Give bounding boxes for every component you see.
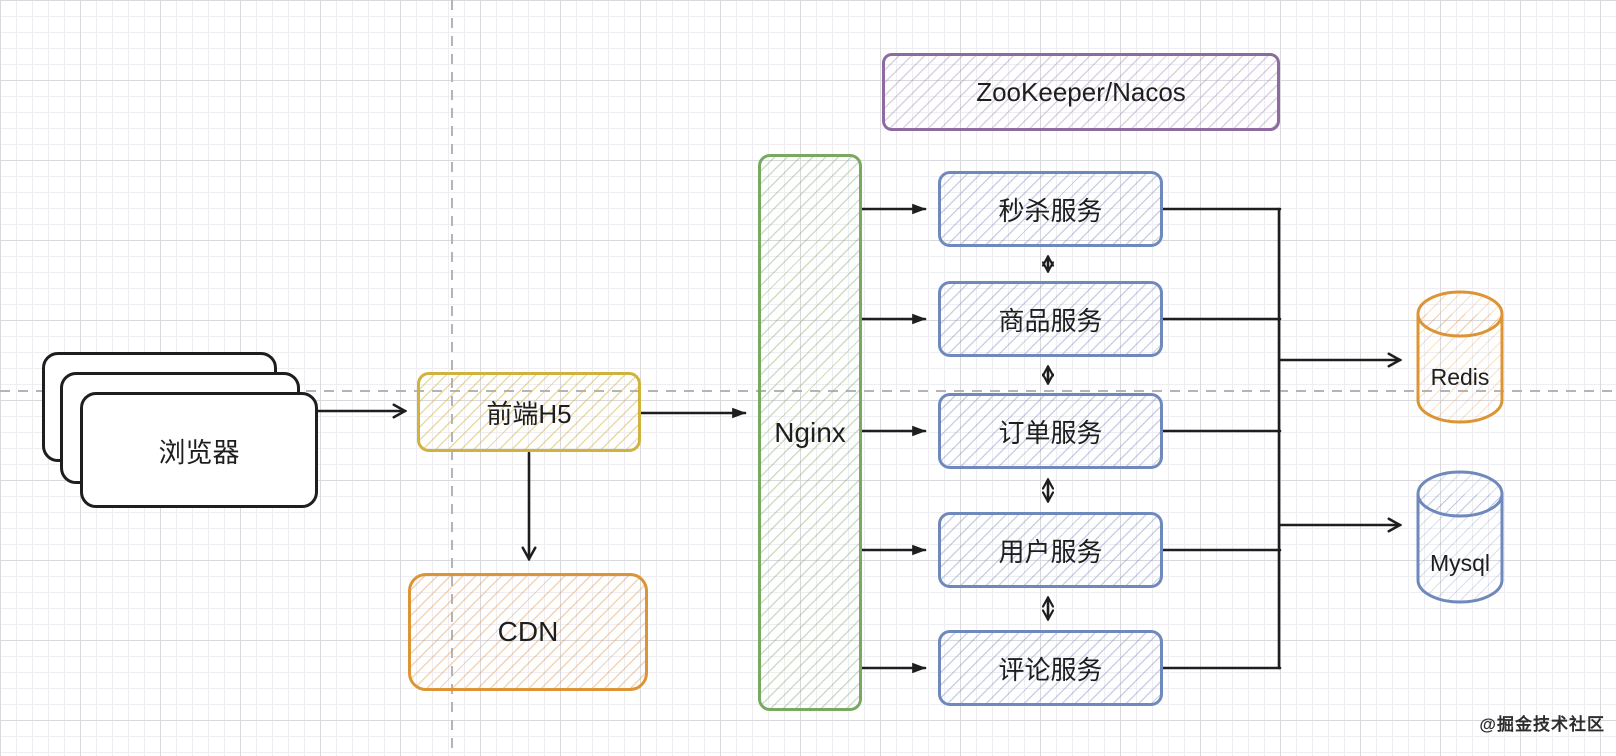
service-label-product: 商品服务 (998, 305, 1103, 336)
mysql-cylinder-top (1416, 470, 1504, 518)
service-node-user: 用户服务 (938, 512, 1163, 588)
mysql-cylinder: Mysql (1416, 470, 1504, 604)
redis-cylinder-body (1416, 314, 1504, 424)
cdn-node: CDN (408, 573, 648, 691)
zookeeper-nacos-node: ZooKeeper/Nacos (882, 53, 1280, 131)
redis-cylinder: Redis (1416, 290, 1504, 424)
nginx-label: Nginx (774, 416, 846, 448)
nginx-node: Nginx (758, 154, 862, 711)
mysql-cylinder-body (1416, 494, 1504, 604)
service-label-seckill: 秒杀服务 (998, 195, 1103, 226)
service-label-user: 用户服务 (998, 536, 1103, 567)
frontend-h5-label: 前端H5 (486, 398, 572, 429)
service-node-product: 商品服务 (938, 281, 1163, 357)
redis-cylinder-top (1416, 290, 1504, 338)
mysql-label: Mysql (1430, 550, 1490, 576)
redis-label: Redis (1431, 364, 1490, 390)
service-node-comment: 评论服务 (938, 630, 1163, 706)
frontend-h5-node: 前端H5 (417, 372, 641, 452)
cdn-label: CDN (497, 616, 559, 647)
horizontal-guide-dashed-line (0, 390, 1616, 392)
zookeeper-nacos-label: ZooKeeper/Nacos (976, 76, 1186, 107)
service-label-order: 订单服务 (998, 417, 1103, 448)
juejin-watermark: @掘金技术社区 (1479, 715, 1605, 734)
service-node-seckill: 秒杀服务 (938, 171, 1163, 247)
browser-label: 浏览器 (158, 437, 240, 468)
browser-node: 浏览器 (80, 392, 318, 508)
service-node-order: 订单服务 (938, 393, 1163, 469)
service-label-comment: 评论服务 (998, 654, 1103, 685)
